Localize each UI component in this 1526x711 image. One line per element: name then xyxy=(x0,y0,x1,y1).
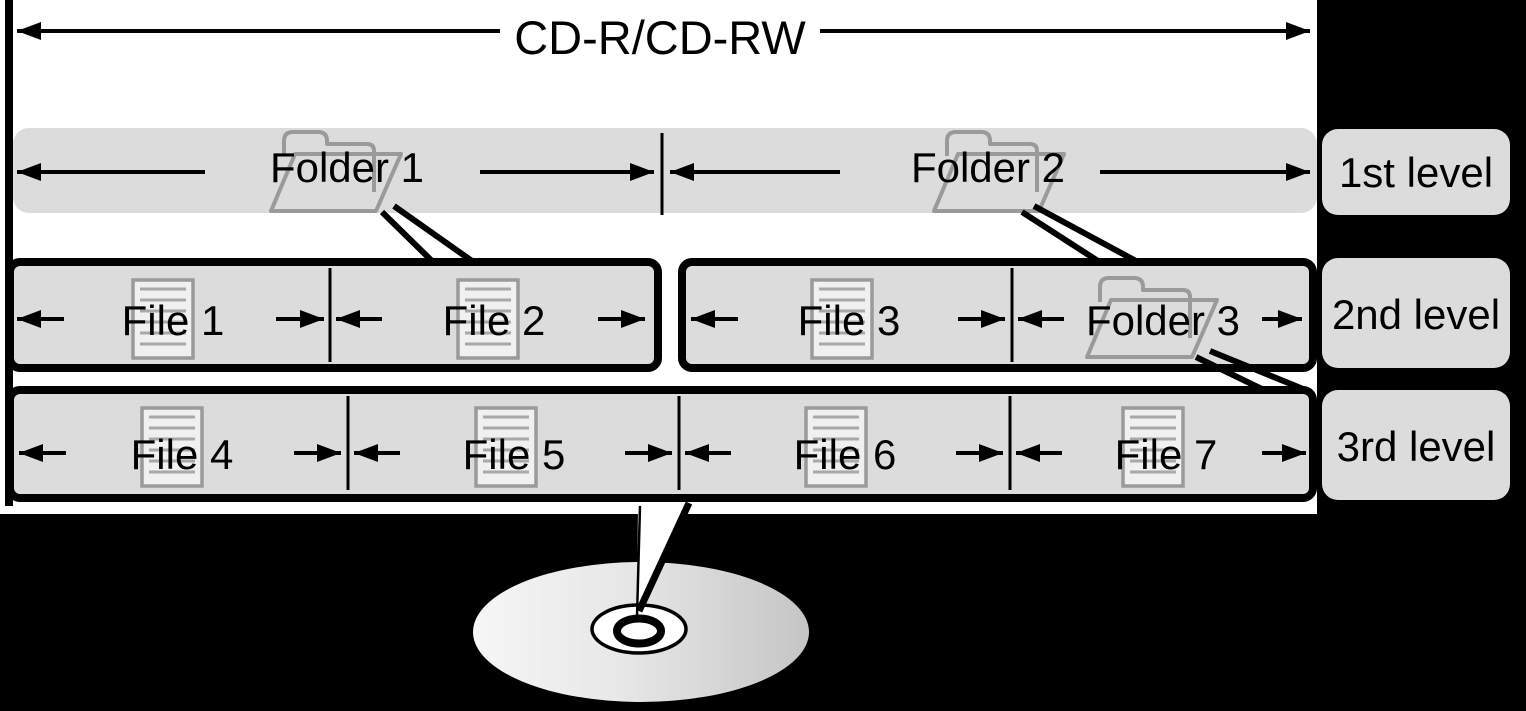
level-tab-label: 2nd level xyxy=(1332,291,1500,338)
folder-connector-line xyxy=(1194,354,1268,394)
file-label: File 4 xyxy=(131,431,234,478)
file-label: File 1 xyxy=(122,297,225,344)
level-tab-1 xyxy=(1322,129,1510,215)
file-label: File 2 xyxy=(443,297,546,344)
level-tab-label: 1st level xyxy=(1339,149,1493,196)
level-tab-3 xyxy=(1322,390,1510,500)
folder-connector-line xyxy=(1020,209,1100,264)
callout-edge-thick xyxy=(635,501,693,613)
disc-format-title: CD-R/CD-RW xyxy=(514,11,806,64)
callout-edge-thin xyxy=(635,505,642,618)
cd-disc-icon xyxy=(473,562,809,702)
level-1-row: Folder 1 Folder 2 xyxy=(13,128,1317,264)
level-2-bar-left xyxy=(6,258,662,372)
level-1-bar xyxy=(13,128,1317,213)
disc-callout-pointer xyxy=(635,501,693,618)
level-tab-2 xyxy=(1322,258,1510,368)
file-label: File 7 xyxy=(1115,431,1218,478)
level-2-row: File 1 File 2 File 3 Folder 3 xyxy=(6,258,1317,394)
folder-connector-line xyxy=(392,203,474,264)
disc-center-hole xyxy=(613,614,665,648)
folder-label: Folder 2 xyxy=(911,144,1065,191)
file-label: File 3 xyxy=(798,297,901,344)
level-tabs-column: 1st level 2nd level 3rd level xyxy=(1322,129,1510,500)
file-label: File 6 xyxy=(794,431,897,478)
folder-label: Folder 1 xyxy=(270,144,424,191)
level-3-row: File 4 File 5 File 6 File 7 xyxy=(6,386,1317,502)
folder-label: Folder 3 xyxy=(1086,297,1240,344)
folder-connector-line xyxy=(1032,203,1138,264)
left-end-line xyxy=(5,0,13,506)
folder-connector-line xyxy=(1208,348,1310,394)
level-tab-label: 3rd level xyxy=(1337,423,1496,470)
folder-connector-line xyxy=(379,209,435,264)
file-label: File 5 xyxy=(463,431,566,478)
